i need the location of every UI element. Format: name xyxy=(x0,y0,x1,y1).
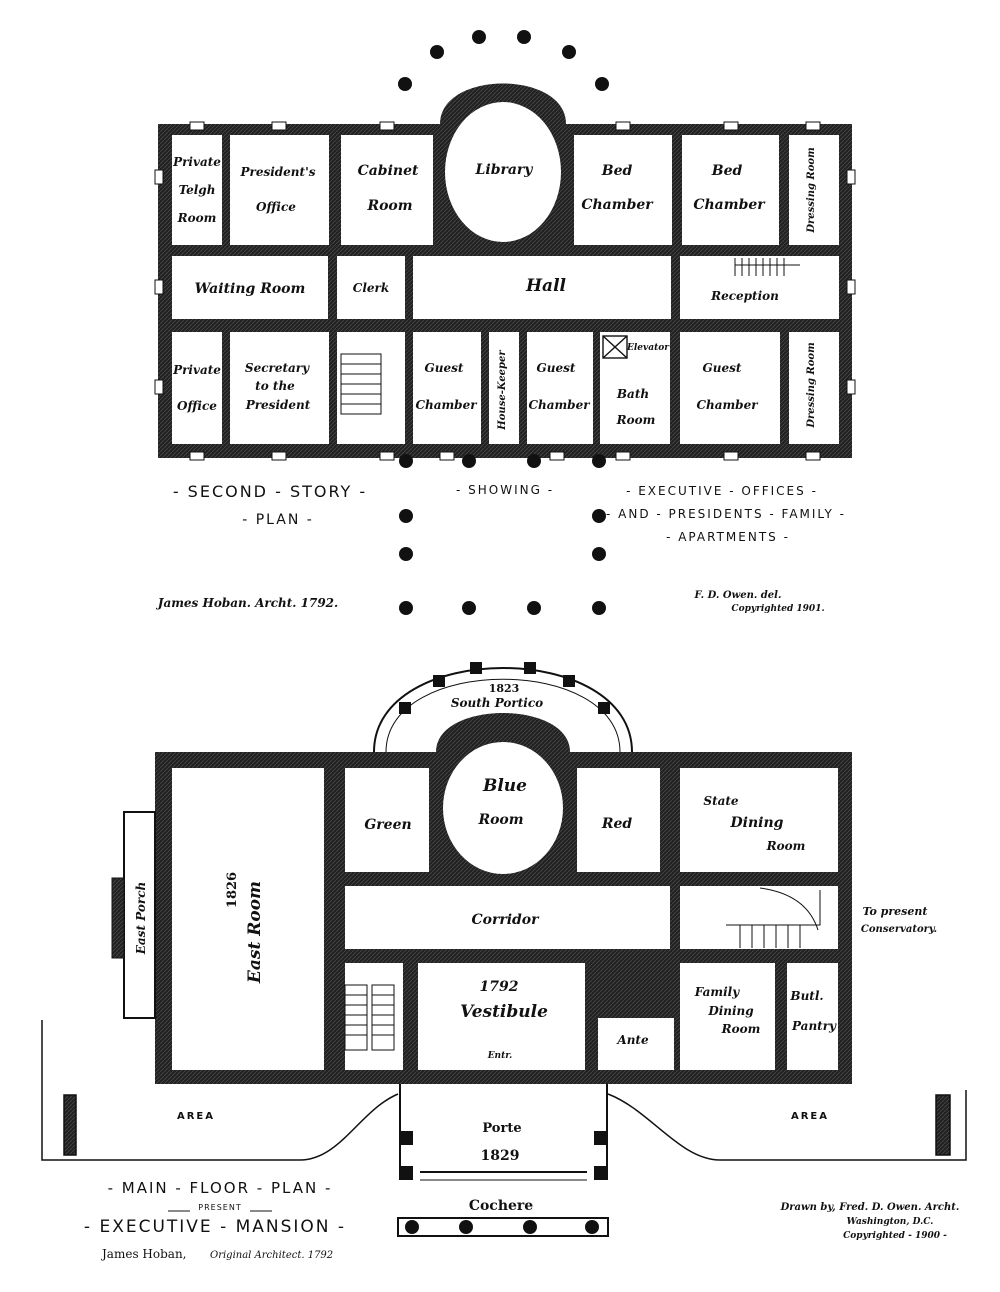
room-private-telegh-l2: Telgh xyxy=(179,183,216,197)
portico-columns-bottom xyxy=(399,454,606,615)
room-dressing-top: Dressing Room xyxy=(806,147,817,233)
main-south-portico: South Portico xyxy=(451,696,543,710)
main-ante: Ante xyxy=(616,1033,649,1047)
room-dressing-bottom: Dressing Room xyxy=(806,342,817,428)
main-credit-left-name: James Hoban, xyxy=(100,1247,187,1261)
room-cabinet-l2: Room xyxy=(366,198,412,214)
east-porch xyxy=(111,811,156,1019)
room-private-office-l2: Office xyxy=(177,399,217,413)
room-private-telegh-l3: Room xyxy=(177,211,217,225)
second-caption-left-1: - SECOND - STORY - xyxy=(173,482,367,501)
area-walls xyxy=(41,1020,967,1161)
main-blue-room-l1: Blue xyxy=(482,776,527,796)
main-caption-2: PRESENT xyxy=(198,1203,241,1212)
room-hall: Hall xyxy=(525,276,567,296)
main-entr: Entr. xyxy=(487,1051,513,1061)
second-caption-right-2: - AND - PRESIDENTS - FAMILY - xyxy=(606,507,846,521)
main-to-conservatory-l2: Conservatory. xyxy=(861,924,937,935)
main-green: Green xyxy=(364,817,411,833)
room-secretary-l1: Secretary xyxy=(245,361,310,375)
main-credit-right-2: Washington, D.C. xyxy=(847,1217,934,1227)
room-bath-l1: Bath xyxy=(616,387,649,401)
main-corridor: Corridor xyxy=(471,912,540,928)
main-to-conservatory-l1: To present xyxy=(863,905,928,918)
room-guest-3-l1: Guest xyxy=(703,361,742,375)
second-caption-right-3: - APARTMENTS - xyxy=(666,530,790,544)
main-stair-left xyxy=(344,984,395,1051)
main-east-room-year: 1826 xyxy=(225,872,240,908)
main-east-room: East Room xyxy=(245,881,265,984)
room-bed-chamber-1-l2: Chamber xyxy=(581,197,654,213)
second-caption-middle: - SHOWING - xyxy=(456,483,554,497)
main-butl-pantry-l2: Pantry xyxy=(791,1019,837,1033)
main-blue-room-l2: Room xyxy=(477,812,523,828)
main-red: Red xyxy=(601,816,633,832)
room-reception: Reception xyxy=(710,289,779,303)
main-porte: Porte xyxy=(482,1121,521,1136)
room-bed-chamber-2-l1: Bed xyxy=(711,163,743,179)
main-floor-plan: 1823 South Portico 1826 East Room East P… xyxy=(41,662,967,1261)
room-guest-1-l1: Guest xyxy=(425,361,464,375)
room-library: Library xyxy=(475,162,534,178)
second-story-plan: Private Telgh Room President's Office Ca… xyxy=(154,30,856,615)
second-stair-right xyxy=(734,258,800,276)
main-family-dining-l3: Room xyxy=(721,1022,761,1036)
room-elevator: Elevator xyxy=(626,343,670,353)
porte-cochere xyxy=(397,1084,609,1237)
second-credit-right-2: Copyrighted 1901. xyxy=(731,604,824,614)
main-butl-pantry-l1: Butl. xyxy=(789,989,823,1003)
main-area-left: AREA xyxy=(177,1111,215,1122)
second-credit-left: James Hoban. Archt. 1792. xyxy=(156,596,338,610)
portico-columns-top xyxy=(398,30,609,91)
main-vestibule: Vestibule xyxy=(460,1002,548,1022)
elevator-shaft xyxy=(602,335,628,359)
room-secretary-l3: President xyxy=(245,398,311,412)
second-credit-right-1: F. D. Owen. del. xyxy=(694,590,782,601)
main-area-right: AREA xyxy=(791,1111,829,1122)
main-porte-year: 1829 xyxy=(481,1148,520,1164)
room-bath-l2: Room xyxy=(616,413,656,427)
room-clerk: Clerk xyxy=(353,281,389,295)
main-caption-3: - EXECUTIVE - MANSION - xyxy=(84,1217,346,1237)
room-bed-chamber-2-l2: Chamber xyxy=(693,197,766,213)
main-credit-right-1: Drawn by, Fred. D. Owen. Archt. xyxy=(780,1202,960,1213)
room-guest-1-l2: Chamber xyxy=(415,398,478,412)
main-credit-left-rest: Original Architect. 1792 xyxy=(210,1250,333,1261)
main-family-dining-l2: Dining xyxy=(707,1004,753,1018)
main-credit-right-3: Copyrighted - 1900 - xyxy=(843,1231,947,1241)
room-private-office-l1: Private xyxy=(172,363,221,377)
room-secretary-l2: to the xyxy=(255,379,295,393)
south-portico xyxy=(373,667,633,753)
room-guest-2-l1: Guest xyxy=(537,361,576,375)
main-state-dining-l1: State xyxy=(703,794,739,808)
room-bed-chamber-1-l1: Bed xyxy=(601,163,633,179)
room-private-telegh-l1: Private xyxy=(172,155,221,169)
main-family-dining-l1: Family xyxy=(694,985,740,999)
main-portico-year: 1823 xyxy=(489,682,520,695)
main-stair-right xyxy=(726,887,821,948)
second-caption-right-1: - EXECUTIVE - OFFICES - xyxy=(626,484,818,498)
main-state-dining-l2: Dining xyxy=(730,815,784,831)
main-east-porch: East Porch xyxy=(134,882,148,955)
main-cochere: Cochere xyxy=(469,1198,533,1214)
room-guest-2-l2: Chamber xyxy=(528,398,591,412)
main-caption-1: - MAIN - FLOOR - PLAN - xyxy=(108,1179,333,1197)
room-presidents-office-l1: President's xyxy=(239,165,315,179)
room-guest-3-l2: Chamber xyxy=(696,398,759,412)
room-waiting: Waiting Room xyxy=(195,281,306,297)
main-state-dining-l3: Room xyxy=(766,839,806,853)
room-presidents-office-l2: Office xyxy=(256,200,296,214)
second-caption-left-2: - PLAN - xyxy=(242,512,314,528)
room-cabinet-l1: Cabinet xyxy=(358,163,419,179)
main-vestibule-year: 1792 xyxy=(480,979,519,995)
second-stair-left xyxy=(340,353,382,415)
room-house-keeper: House-Keeper xyxy=(497,350,508,431)
